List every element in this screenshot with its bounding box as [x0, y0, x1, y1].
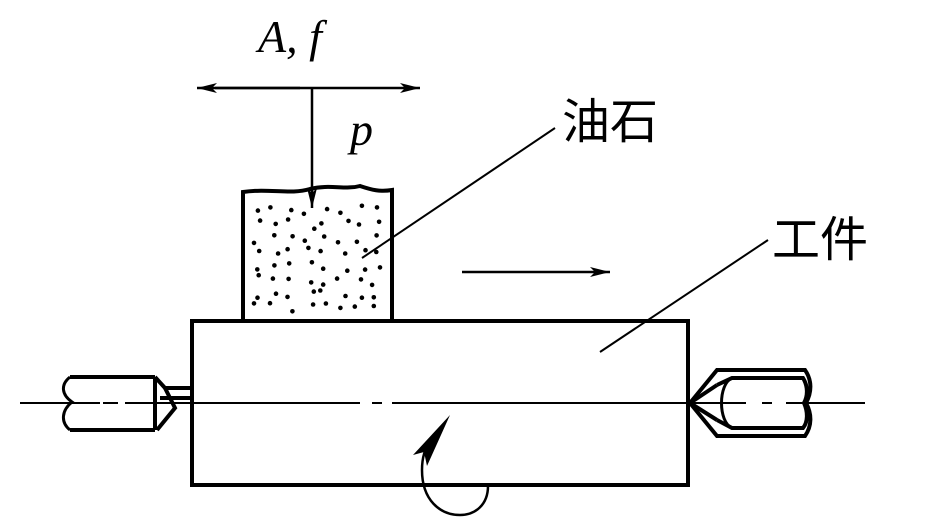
grit-dot: [275, 251, 281, 256]
motion-label: A, f: [255, 11, 328, 62]
grit-dot: [256, 248, 262, 254]
grit-dot: [343, 293, 348, 299]
grit-dot: [376, 219, 382, 225]
grit-dot: [308, 280, 314, 285]
workpiece-label: 工件: [772, 212, 868, 268]
grit-dot: [374, 205, 380, 210]
grit-dot: [290, 309, 295, 314]
grit-dot: [338, 210, 343, 216]
grit-dot: [318, 288, 323, 293]
grit-dot: [267, 300, 273, 306]
grit-dot: [251, 301, 257, 306]
grit-dot: [273, 291, 279, 297]
grit-dot: [335, 240, 341, 245]
grit-dot: [354, 239, 360, 245]
grit-dot: [324, 206, 330, 212]
rotation-arrow-head: [413, 415, 450, 466]
grit-dot: [255, 208, 261, 213]
pressure-label: p: [347, 104, 373, 155]
right-center: [687, 368, 813, 438]
grit-dot: [334, 276, 340, 281]
grit-dot: [256, 272, 262, 278]
grit-dot: [377, 265, 383, 270]
grit-dot: [338, 305, 343, 311]
grit-dot: [257, 218, 263, 223]
stone-leader-line: [361, 127, 556, 259]
grit-dot: [285, 246, 290, 252]
grit-dot: [311, 289, 317, 294]
workpiece: [190, 319, 690, 487]
workpiece-leader-line: [599, 239, 769, 353]
grit-dot: [268, 205, 273, 210]
stone-label: 油石: [562, 94, 658, 150]
grit-dot: [289, 207, 294, 213]
grit-dot: [285, 294, 290, 300]
grit-dot: [272, 263, 277, 268]
grit-dot: [286, 276, 291, 282]
grit-dot: [363, 247, 368, 253]
grit-dot: [374, 233, 379, 238]
grit-dot: [320, 282, 326, 287]
stone-grit-texture: [251, 203, 383, 314]
grit-dot: [254, 267, 260, 272]
grit-dot: [369, 282, 375, 288]
grit-dot: [320, 266, 326, 272]
grit-dot: [342, 251, 348, 256]
grit-dot: [318, 248, 323, 254]
grit-dot: [359, 295, 365, 301]
grit-dot: [356, 222, 362, 227]
grit-dot: [374, 249, 379, 255]
grit-dot: [362, 267, 368, 272]
grit-dot: [312, 226, 317, 231]
grit-dot: [323, 301, 329, 306]
grit-dot: [285, 217, 291, 222]
left-center: [62, 375, 192, 432]
grit-dot: [352, 304, 358, 309]
grit-dot: [309, 260, 315, 265]
grit-dot: [321, 234, 327, 239]
grit-dot: [371, 303, 377, 309]
grit-dot: [319, 221, 324, 226]
grit-dot: [286, 261, 292, 266]
grit-dot: [371, 295, 377, 300]
oil-stone: [241, 183, 394, 321]
grit-dot: [345, 268, 350, 274]
grit-dot: [251, 240, 257, 246]
grit-dot: [306, 245, 311, 251]
grit-dot: [270, 276, 276, 281]
grit-dot: [302, 238, 308, 243]
grit-dot: [273, 221, 279, 227]
grit-dot: [358, 277, 364, 282]
grit-dot: [346, 218, 351, 224]
grit-dot: [290, 234, 295, 239]
grit-dot: [255, 295, 260, 301]
grit-dot: [359, 203, 365, 209]
grit-dot: [301, 211, 307, 217]
grit-dot: [272, 233, 277, 238]
grit-dot: [310, 302, 316, 307]
